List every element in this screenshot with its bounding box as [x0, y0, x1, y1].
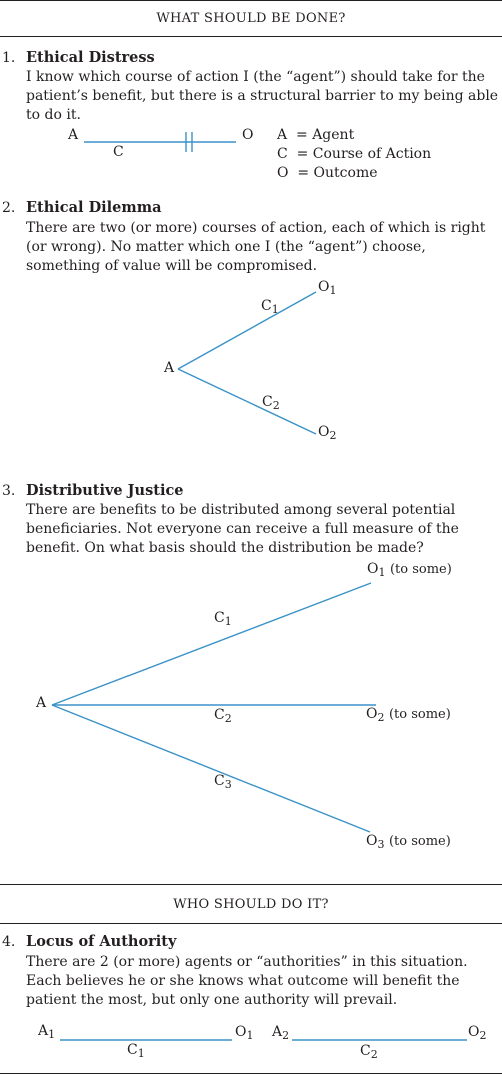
- item-3-text: There are benefits to be distributed amo…: [26, 502, 459, 556]
- authority-course-2-label: C2: [360, 1043, 378, 1061]
- justice-course-3-label: C3: [214, 773, 232, 791]
- item-2-text: There are two (or more) courses of actio…: [26, 220, 486, 274]
- authority-agent-2-label: A2: [272, 1024, 290, 1042]
- item-1-number: 1.: [2, 50, 16, 66]
- dilemma-course-2-line: [177, 368, 317, 435]
- dilemma-course-1-line: [177, 291, 317, 370]
- item-3-number: 3.: [2, 483, 16, 499]
- dilemma-outcome-1-label: O1: [318, 279, 337, 297]
- header-rule-who: [0, 923, 502, 924]
- authority-agent-1-label: A1: [38, 1023, 56, 1041]
- authority-outcome-1-label: O1: [235, 1024, 254, 1042]
- dilemma-course-1-label: C1: [261, 298, 279, 316]
- justice-outcome-3-label: O3 (to some): [366, 833, 451, 851]
- bottom-rule: [0, 1073, 502, 1074]
- dilemma-course-2-label: C2: [262, 394, 280, 412]
- item-3-title: Distributive Justice: [26, 482, 184, 499]
- dilemma-agent-label: A: [164, 360, 175, 376]
- authority-course-1-label: C1: [127, 1042, 145, 1060]
- justice-course-1-label: C1: [214, 610, 232, 628]
- item-1-title: Ethical Distress: [26, 49, 155, 66]
- dilemma-outcome-2-label: O2: [318, 424, 337, 442]
- item-2-title: Ethical Dilemma: [26, 199, 162, 216]
- distress-course-label: C: [113, 144, 124, 160]
- justice-course-1-line: [51, 582, 372, 706]
- item-1-text: I know which course of action I (the “ag…: [26, 69, 499, 123]
- item-2-number: 2.: [2, 200, 16, 216]
- legend-course: C = Course of Action: [277, 146, 432, 162]
- justice-outcome-2-label: O2 (to some): [366, 706, 451, 724]
- justice-course-3-line: [51, 704, 371, 833]
- authority-outcome-2-label: O2: [468, 1024, 487, 1042]
- header-rule-what: [0, 36, 502, 37]
- item-4-number: 4.: [2, 934, 16, 950]
- distress-agent-label: A: [68, 127, 79, 143]
- justice-course-2-label: C2: [214, 707, 232, 725]
- top-rule: [0, 0, 502, 1]
- legend-outcome: O = Outcome: [277, 165, 378, 181]
- section-header-what: WHAT SHOULD BE DONE?: [156, 11, 346, 26]
- item-4-text: There are 2 (or more) agents or “authori…: [26, 954, 468, 1008]
- section-divider: [0, 884, 502, 885]
- item-4-title: Locus of Authority: [26, 933, 177, 950]
- section-header-who: WHO SHOULD DO IT?: [173, 897, 329, 912]
- legend-agent: A = Agent: [277, 127, 355, 143]
- distress-outcome-label: O: [242, 127, 254, 143]
- justice-agent-label: A: [36, 695, 47, 711]
- justice-outcome-1-label: O1 (to some): [367, 561, 452, 579]
